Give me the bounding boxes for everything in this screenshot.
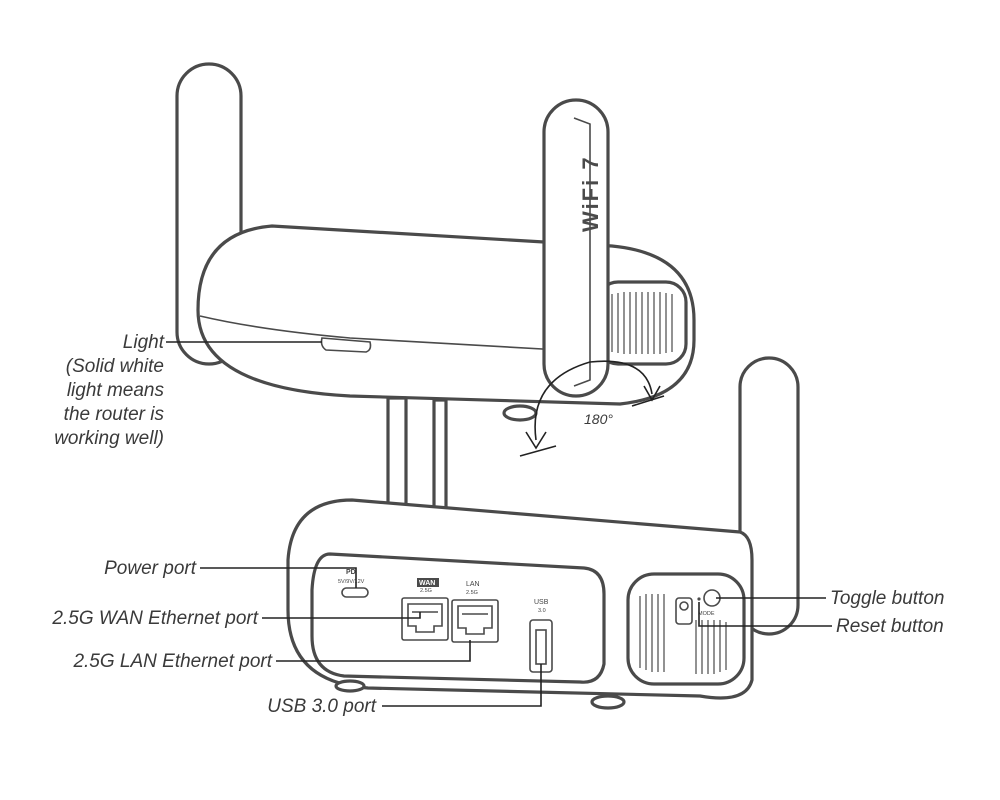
side-vents bbox=[611, 292, 673, 354]
bottom-router: PD 5V/9V/12V WAN 2.5G LAN 2.5G USB 3.0 bbox=[286, 356, 800, 710]
wifi7-brand-text: WiFi 7 bbox=[578, 155, 603, 232]
svg-text:3.0: 3.0 bbox=[538, 608, 546, 614]
wan-ethernet-port bbox=[401, 597, 449, 641]
svg-text:the router is: the router is bbox=[64, 404, 165, 425]
reset-leader bbox=[698, 602, 832, 627]
rotation-indicator: 180° bbox=[519, 360, 665, 457]
bottom-side-panel bbox=[626, 572, 746, 686]
bottom-antenna bbox=[738, 356, 800, 636]
power-port: PD 5V/9V/12V bbox=[338, 569, 369, 598]
bracket bbox=[386, 396, 448, 522]
power-leader bbox=[200, 567, 357, 588]
bottom-side-vents bbox=[639, 594, 727, 674]
svg-text:5V/9V/12V: 5V/9V/12V bbox=[338, 579, 365, 585]
svg-text:working well): working well) bbox=[54, 428, 164, 449]
light-label: Light (Solid white light means the route… bbox=[54, 332, 165, 449]
wan-port-label: 2.5G WAN Ethernet port bbox=[51, 608, 258, 629]
lan-port-label: 2.5G LAN Ethernet port bbox=[72, 651, 272, 672]
foot bbox=[502, 404, 538, 422]
toggle-switch bbox=[675, 597, 693, 625]
right-antenna bbox=[542, 98, 610, 398]
reset-button-label: Reset button bbox=[836, 616, 944, 637]
svg-text:USB: USB bbox=[534, 599, 549, 606]
svg-text:PD: PD bbox=[346, 569, 356, 576]
rotation-label: 180° bbox=[584, 411, 613, 427]
usb-port-label: USB 3.0 port bbox=[267, 696, 376, 717]
foot bbox=[590, 694, 626, 710]
foot bbox=[334, 679, 366, 693]
top-router: WiFi 7 bbox=[175, 62, 696, 422]
power-port-label: Power port bbox=[104, 558, 197, 579]
lan-ethernet-port bbox=[451, 599, 499, 643]
led-light bbox=[320, 337, 372, 353]
svg-text:LAN: LAN bbox=[466, 581, 480, 588]
svg-text:(Solid white: (Solid white bbox=[66, 356, 164, 377]
svg-text:light means: light means bbox=[67, 380, 165, 401]
reset-pinhole bbox=[697, 597, 701, 601]
wan-leader bbox=[262, 612, 421, 619]
svg-text:2.5G: 2.5G bbox=[420, 588, 432, 594]
svg-text:2.5G: 2.5G bbox=[466, 590, 478, 596]
usb-leader bbox=[382, 664, 542, 707]
toggle-button-label: Toggle button bbox=[830, 588, 944, 609]
lan-leader bbox=[276, 640, 471, 662]
svg-text:WAN: WAN bbox=[419, 580, 435, 587]
svg-text:MODE: MODE bbox=[698, 611, 715, 617]
svg-text:Light: Light bbox=[123, 332, 165, 353]
leader-lines bbox=[166, 341, 832, 707]
